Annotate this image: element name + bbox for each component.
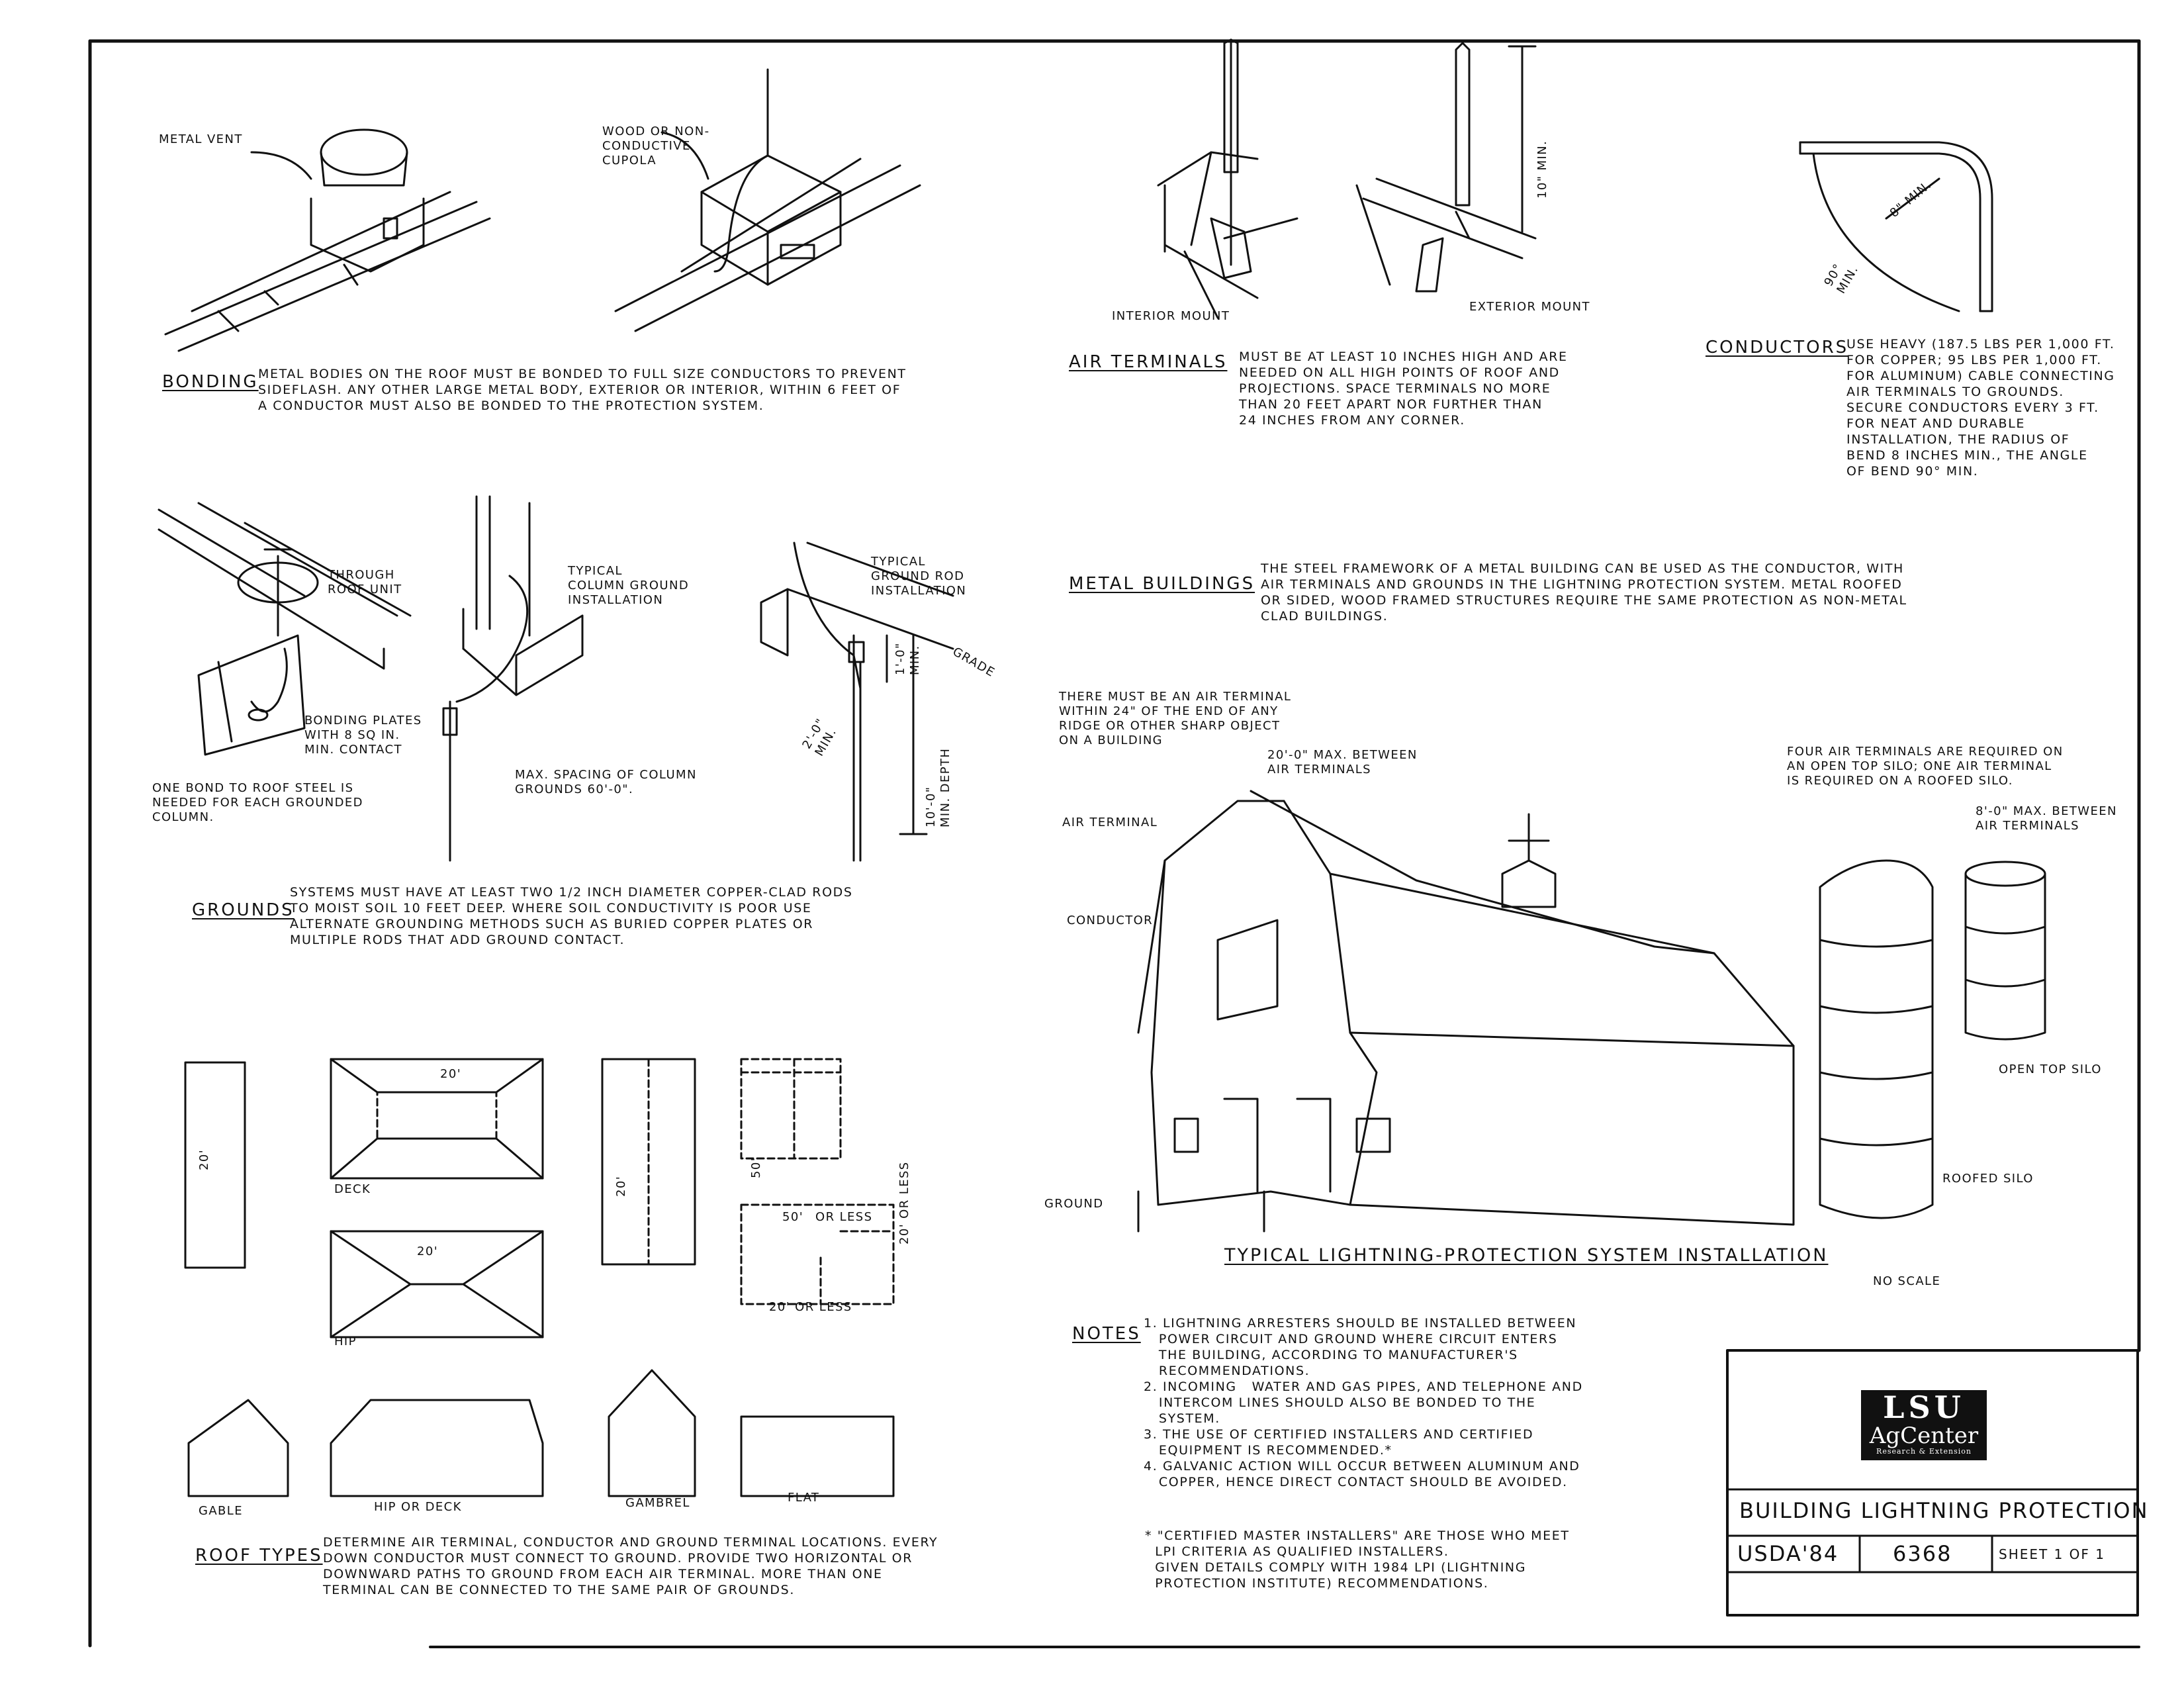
dim-20-hip: 20' <box>417 1244 439 1258</box>
cupola-detail <box>614 68 921 332</box>
dim-20-gambrel-plan: 20' <box>614 1175 628 1197</box>
label-flat: FLAT <box>788 1491 820 1505</box>
dim-20-deck: 20' <box>440 1067 462 1081</box>
label-conductor: CONDUCTOR <box>1067 914 1154 927</box>
metal-buildings-text: THE STEEL FRAMEWORK OF A METAL BUILDING … <box>1261 561 1907 624</box>
label-exterior-mount: EXTERIOR MOUNT <box>1469 300 1590 314</box>
logo-mid: AgCenter <box>1869 1423 1979 1449</box>
label-one-bond: ONE BOND TO ROOF STEEL IS NEEDED FOR EAC… <box>152 781 363 824</box>
ground-rod-detail <box>760 541 954 862</box>
label-8ft-spacing: 8'-0" MAX. BETWEEN AIR TERMINALS <box>1976 804 2117 833</box>
air-terminals-heading: AIR TERMINALS <box>1069 352 1228 372</box>
conductors-heading: CONDUCTORS <box>1706 338 1849 357</box>
grounds-heading: GROUNDS <box>192 900 295 920</box>
label-air-terminal: AIR TERMINAL <box>1062 816 1158 829</box>
no-scale-label: NO SCALE <box>1873 1274 1941 1288</box>
notes-footnote: * "CERTIFIED MASTER INSTALLERS" ARE THOS… <box>1145 1528 1570 1591</box>
label-hip: HIP <box>334 1335 357 1348</box>
air-terminals-text: MUST BE AT LEAST 10 INCHES HIGH AND ARE … <box>1239 350 1568 428</box>
label-interior-mount: INTERIOR MOUNT <box>1112 309 1230 323</box>
label-10ft-min-depth: 10'-0" MIN. DEPTH <box>924 747 952 827</box>
label-cupola: WOOD OR NON- CONDUCTIVE CUPOLA <box>602 124 710 167</box>
lsu-agcenter-logo: LSU AgCenter Research & Extension <box>1861 1390 1987 1460</box>
label-must-be-air-terminal: THERE MUST BE AN AIR TERMINAL WITHIN 24"… <box>1059 690 1292 747</box>
sheet-number: SHEET 1 OF 1 <box>1999 1546 2105 1562</box>
label-10in-min: 10" MIN. <box>1535 140 1549 199</box>
label-20ft-spacing: 20'-0" MAX. BETWEEN AIR TERMINALS <box>1267 748 1418 776</box>
label-max-spacing: MAX. SPACING OF COLUMN GROUNDS 60'-0". <box>515 768 697 796</box>
roof-types-heading: ROOF TYPES <box>195 1546 323 1566</box>
dim-20-or-less-horizontal: 20' OR LESS <box>769 1300 852 1314</box>
label-metal-vent: METAL VENT <box>159 132 243 146</box>
dim-20-or-less-vertical: 20' OR LESS <box>897 1161 911 1244</box>
label-ground-rod: TYPICAL GROUND ROD INSTALLATION <box>871 555 967 598</box>
label-hip-or-deck: HIP OR DECK <box>374 1500 462 1514</box>
label-gambrel: GAMBREL <box>625 1496 690 1510</box>
through-roof-unit-detail <box>158 502 412 756</box>
metal-buildings-heading: METAL BUILDINGS <box>1069 574 1255 594</box>
notes-heading: NOTES <box>1072 1324 1141 1344</box>
interior-mount-detail <box>1157 38 1298 319</box>
logo-top: LSU <box>1883 1389 1965 1425</box>
grounds-text: SYSTEMS MUST HAVE AT LEAST TWO 1/2 INCH … <box>290 885 853 947</box>
conductor-bend-detail <box>1799 141 1993 312</box>
label-deck: DECK <box>334 1182 371 1196</box>
metal-vent-detail <box>164 128 491 352</box>
drawing-number: 6368 <box>1893 1541 1952 1566</box>
logo-sub: Research & Extension <box>1876 1447 1972 1456</box>
dim-20-gable-plan: 20' <box>197 1149 211 1170</box>
roof-types-drawings <box>184 1058 895 1497</box>
label-roofed-silo: ROOFED SILO <box>1942 1172 2034 1186</box>
label-gable: GABLE <box>199 1504 244 1518</box>
label-1ft-min: 1'-0" MIN. <box>893 642 922 675</box>
dim-50-flat: 50' <box>782 1210 804 1224</box>
drawing-code: USDA'84 <box>1737 1541 1839 1566</box>
bonding-text: METAL BODIES ON THE ROOF MUST BE BONDED … <box>258 367 907 413</box>
column-ground-detail <box>442 495 584 862</box>
label-ground: GROUND <box>1044 1197 1104 1211</box>
label-open-top-silo: OPEN TOP SILO <box>1999 1062 2102 1076</box>
barn-drawing <box>1137 790 1795 1233</box>
notes-text: 1. LIGHTNING ARRESTERS SHOULD BE INSTALL… <box>1144 1316 1583 1489</box>
or-less-flat: OR LESS <box>815 1210 873 1224</box>
conductors-text: USE HEAVY (187.5 LBS PER 1,000 FT. FOR C… <box>1846 337 2115 479</box>
exterior-mount-detail <box>1355 42 1537 293</box>
bonding-heading: BONDING <box>162 372 259 392</box>
roof-types-text: DETERMINE AIR TERMINAL, CONDUCTOR AND GR… <box>323 1535 938 1597</box>
label-column-ground: TYPICAL COLUMN GROUND INSTALLATION <box>568 564 690 607</box>
label-through-roof-unit: THROUGH ROOF UNIT <box>328 568 402 596</box>
sheet-border <box>88 39 2141 1648</box>
silos-drawing <box>1819 859 2046 1219</box>
drawing-title: BUILDING LIGHTNING PROTECTION <box>1739 1498 2149 1523</box>
title-block-frame <box>1726 1349 2139 1617</box>
dim-50-flat-plan: 50' <box>749 1156 763 1178</box>
barn-caption: TYPICAL LIGHTNING-PROTECTION SYSTEM INST… <box>1224 1245 1829 1266</box>
label-bonding-plates: BONDING PLATES WITH 8 SQ IN. MIN. CONTAC… <box>304 714 422 757</box>
label-four-air-terminals: FOUR AIR TERMINALS ARE REQUIRED ON AN OP… <box>1787 745 2064 788</box>
